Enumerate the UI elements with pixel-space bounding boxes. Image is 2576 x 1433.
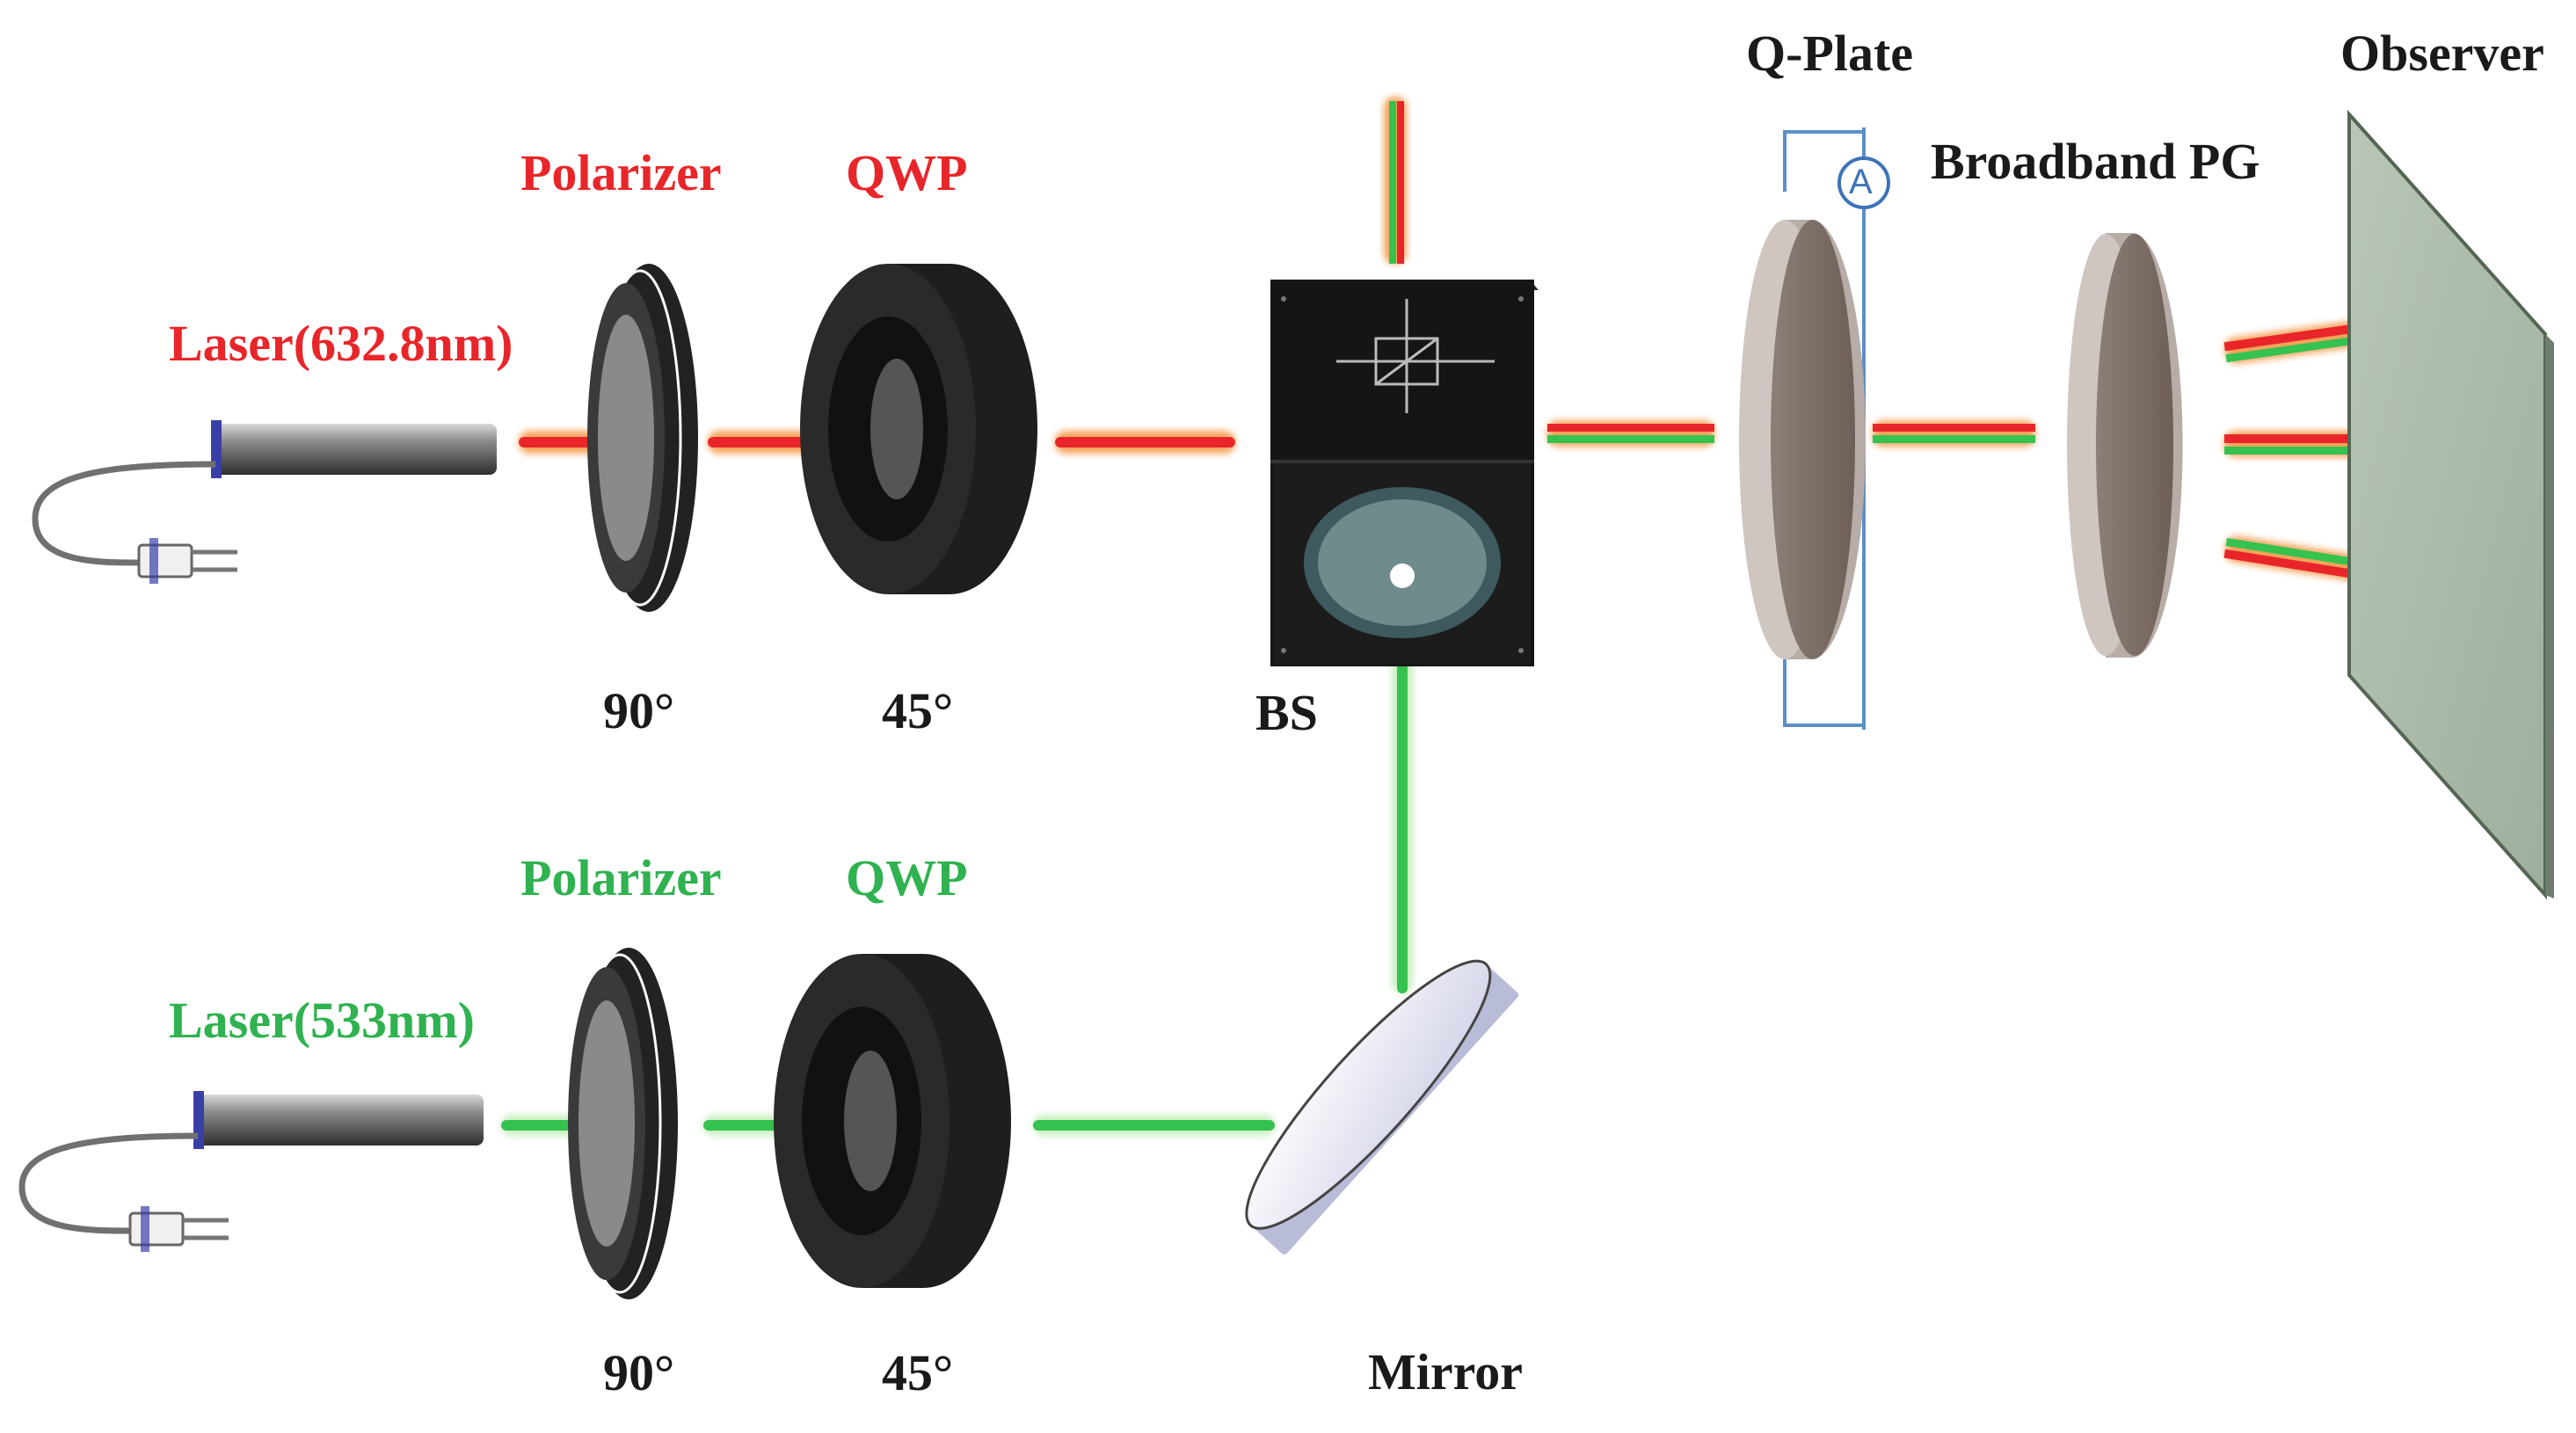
broadband-pg bbox=[2067, 233, 2183, 658]
red-polarizer bbox=[587, 264, 698, 612]
red-qwp-label: QWP bbox=[846, 144, 968, 201]
green-qwp bbox=[774, 954, 1011, 1288]
red-laser-label: Laser(632.8nm) bbox=[169, 315, 513, 372]
green-polarizer-angle: 90° bbox=[603, 1344, 675, 1401]
mirror-label: Mirror bbox=[1368, 1343, 1524, 1400]
green-qwp-label: QWP bbox=[846, 849, 968, 906]
observer-label: Observer bbox=[2340, 25, 2544, 82]
mirror bbox=[1245, 959, 1519, 1255]
q-plate-label: Q-Plate bbox=[1746, 25, 1914, 82]
green-polarizer bbox=[568, 948, 678, 1299]
red-qwp bbox=[800, 264, 1037, 594]
q-plate-marker: A bbox=[1849, 163, 1873, 201]
beam-splitter bbox=[1270, 280, 1539, 666]
red-polarizer-angle: 90° bbox=[603, 682, 675, 739]
green-laser bbox=[18, 1091, 484, 1252]
q-plate bbox=[1739, 220, 1866, 659]
green-qwp-angle: 45° bbox=[882, 1344, 954, 1401]
green-laser-label: Laser(533nm) bbox=[169, 992, 475, 1049]
combined-beam-2 bbox=[1873, 420, 2035, 447]
pg-label: Broadband PG bbox=[1931, 133, 2260, 190]
beam-splitter-label: BS bbox=[1255, 684, 1318, 741]
observer-screen bbox=[2347, 109, 2554, 900]
red-qwp-angle: 45° bbox=[882, 682, 954, 739]
green-polarizer-label: Polarizer bbox=[520, 849, 722, 906]
red-laser bbox=[32, 420, 497, 584]
combined-beam-1 bbox=[1547, 420, 1714, 447]
bs-upward-beam bbox=[1384, 97, 1407, 264]
red-polarizer-label: Polarizer bbox=[520, 144, 722, 201]
